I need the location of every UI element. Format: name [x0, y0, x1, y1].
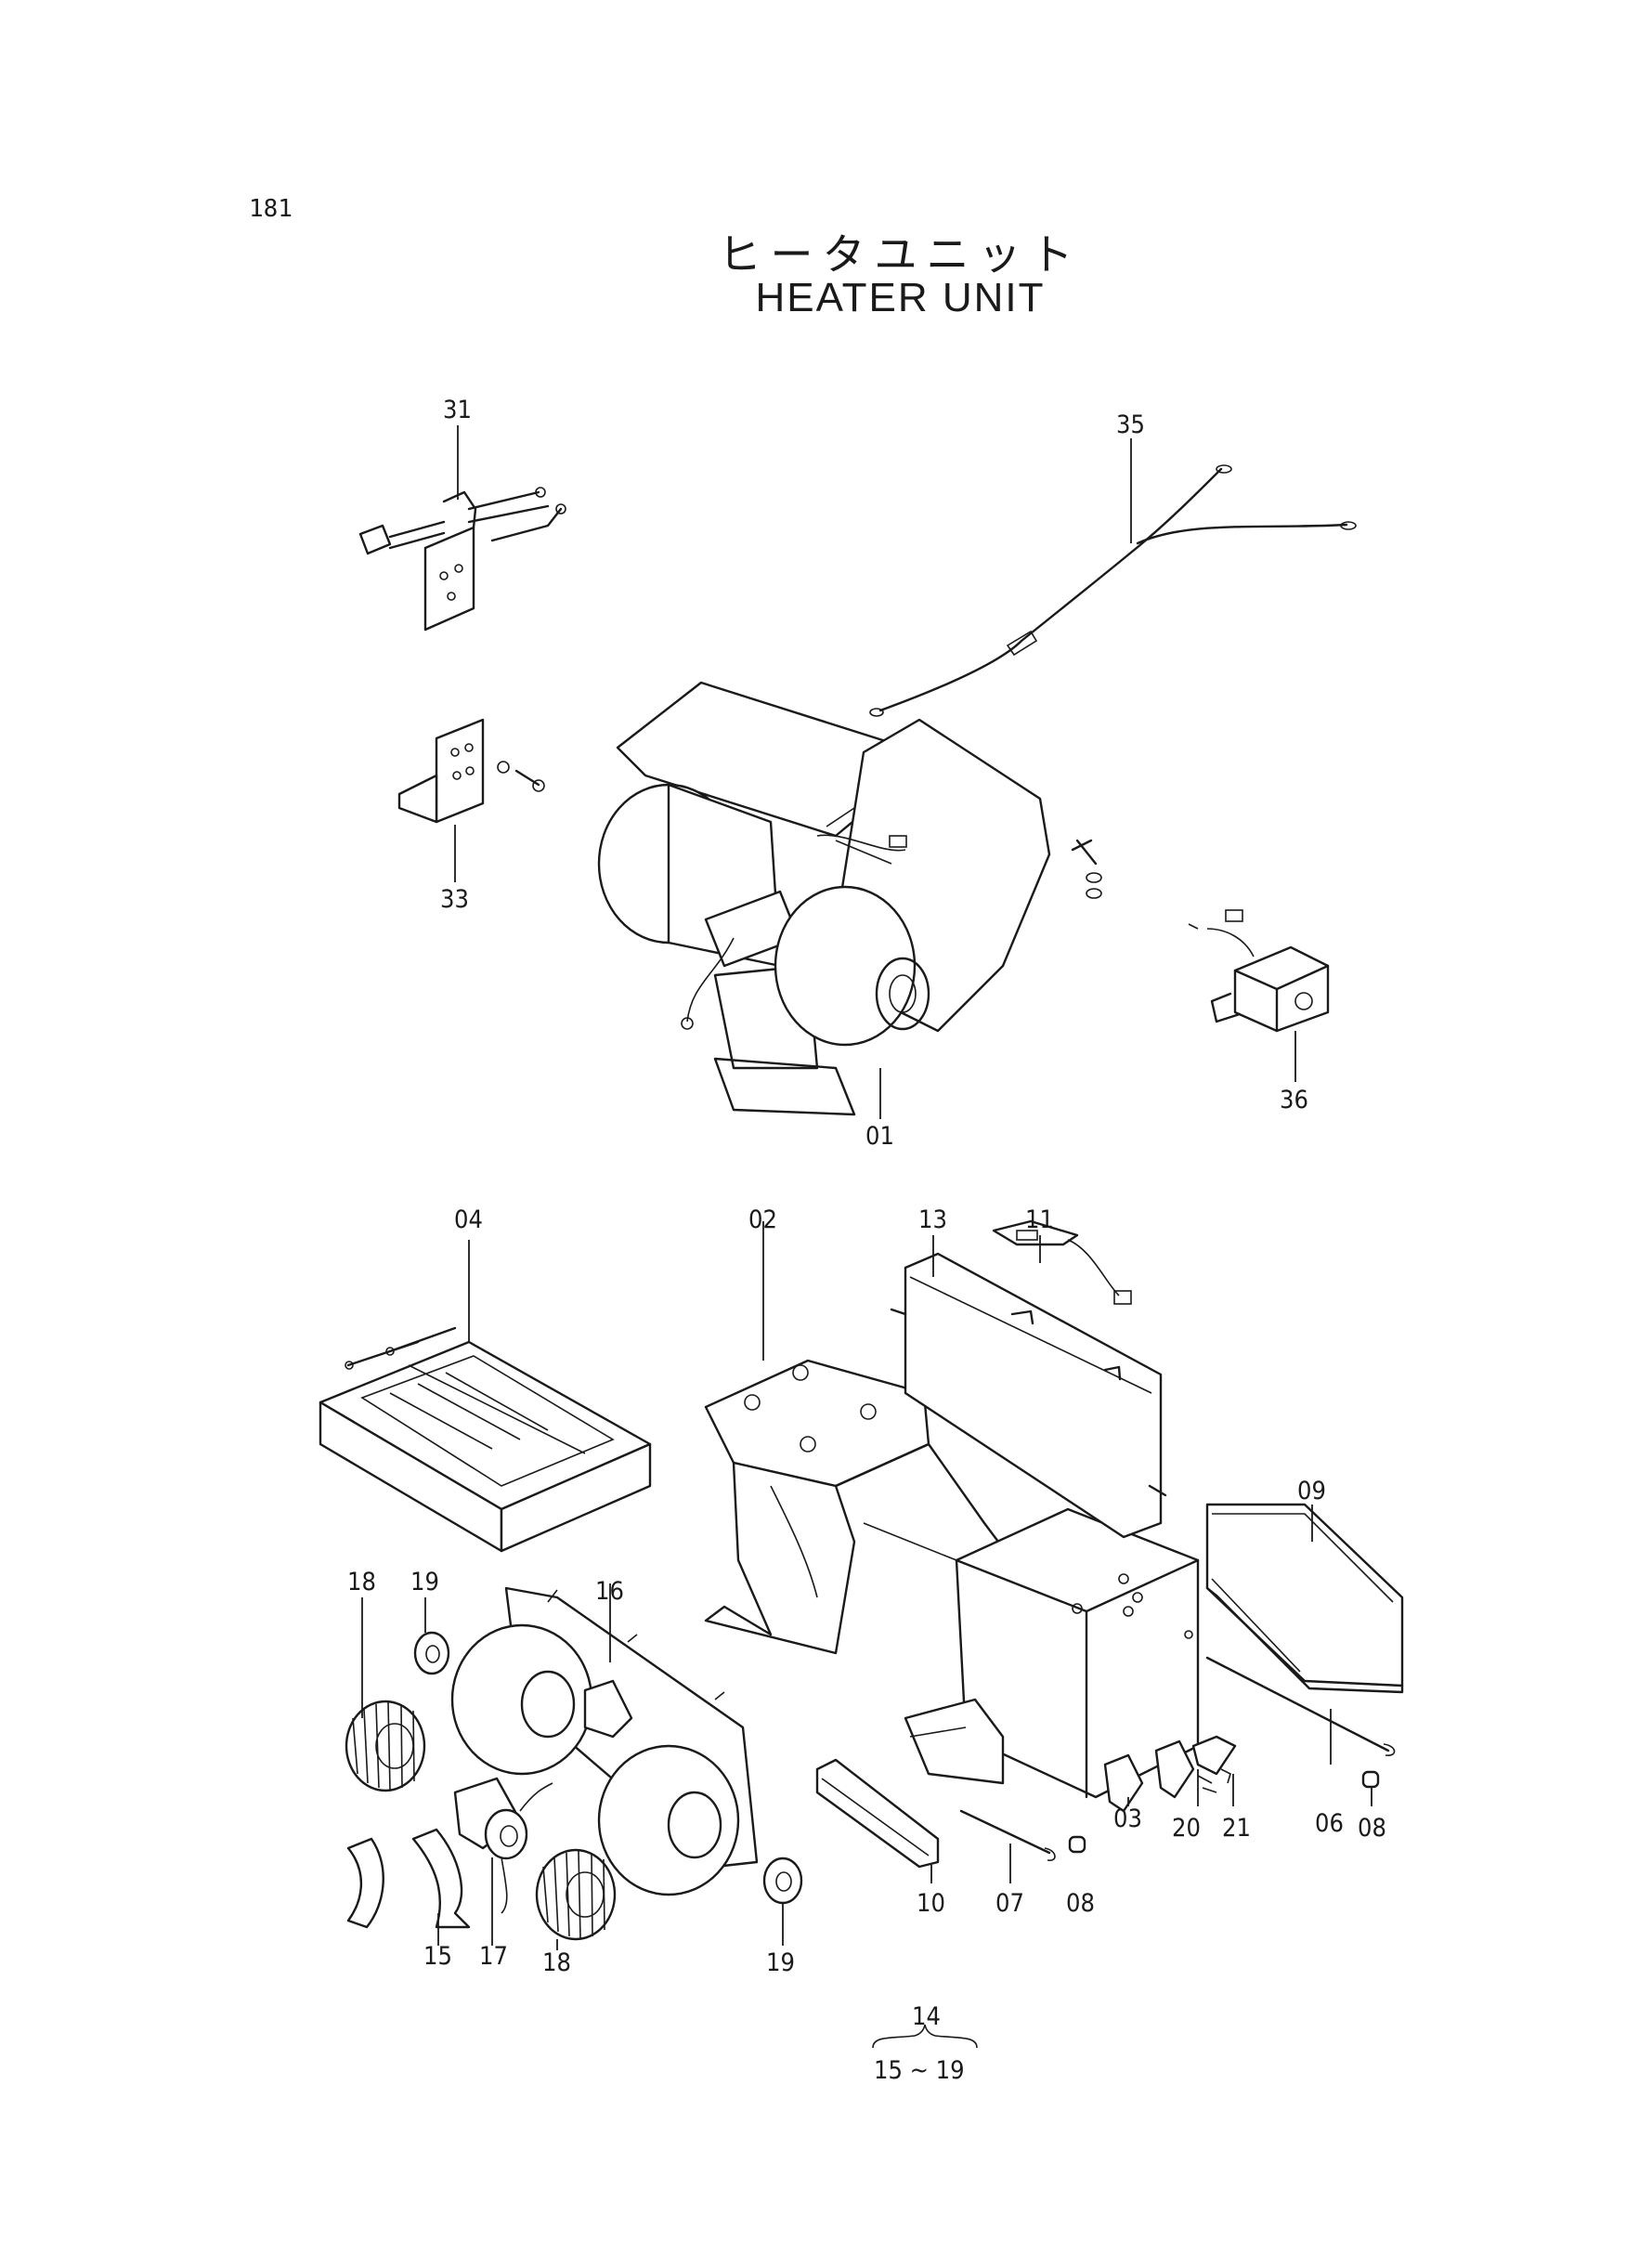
callout-08-lower: 08 — [1066, 1889, 1095, 1918]
part-10-seal-strip — [815, 1758, 940, 1883]
part-06-rod — [1205, 1656, 1396, 1765]
page-number: 181 — [249, 195, 293, 223]
callout-04: 04 — [454, 1205, 483, 1234]
part-35-wire-harness — [869, 438, 1357, 717]
part-19-ring-upper — [413, 1597, 450, 1675]
part-01-heater-assembly — [597, 681, 1102, 1119]
callout-09: 09 — [1297, 1477, 1326, 1505]
callout-19-lower: 19 — [766, 1948, 795, 1977]
part-18-fan-left — [345, 1597, 426, 1792]
assembly-note-top: 14 — [912, 2002, 941, 2031]
part-09-filter — [1205, 1503, 1404, 1694]
title-english: HEATER UNIT — [755, 275, 1046, 320]
part-33-mounting-bracket — [397, 718, 545, 882]
callout-06: 06 — [1315, 1809, 1344, 1838]
callout-16: 16 — [595, 1577, 624, 1606]
callout-19-upper: 19 — [410, 1568, 439, 1596]
part-16-blower-case — [450, 1583, 759, 1896]
assembly-note-bottom: 15 ~ 19 — [874, 2056, 965, 2085]
callout-18-upper: 18 — [347, 1568, 376, 1596]
part-20-lever — [1191, 1735, 1237, 1806]
part-15-clamp — [346, 1828, 471, 1946]
part-31-switch-bracket — [358, 425, 566, 632]
part-11-switch — [992, 1219, 1132, 1305]
callout-21: 21 — [1222, 1814, 1251, 1843]
part-07-rod — [959, 1809, 1056, 1883]
callout-10: 10 — [917, 1889, 945, 1918]
part-18-fan-right — [535, 1848, 617, 1950]
callout-01: 01 — [865, 1122, 894, 1151]
part-19-ring-lower — [762, 1857, 803, 1946]
callout-33: 33 — [440, 885, 469, 914]
callout-13: 13 — [918, 1205, 947, 1234]
part-36-resistor — [1188, 909, 1330, 1082]
assembly-brace — [872, 2024, 978, 2049]
callout-02: 02 — [748, 1205, 777, 1234]
part-08-clip-lower — [1068, 1835, 1086, 1854]
callout-15: 15 — [423, 1942, 452, 1971]
part-04-heater-core — [319, 1240, 652, 1553]
callout-07: 07 — [995, 1889, 1024, 1918]
assembly-note: 14 15 ~ 19 — [872, 2002, 978, 2085]
part-17-blower-motor — [453, 1777, 553, 1946]
callout-36: 36 — [1280, 1086, 1308, 1114]
callout-35: 35 — [1116, 410, 1145, 439]
part-13-cover-plate — [890, 1235, 1167, 1539]
callout-11: 11 — [1025, 1205, 1054, 1234]
callout-03: 03 — [1113, 1804, 1142, 1833]
part-08-clip-right — [1361, 1770, 1380, 1806]
callout-31: 31 — [443, 396, 472, 424]
part-21-pin — [1220, 1768, 1234, 1806]
callout-17: 17 — [479, 1942, 508, 1971]
callout-18-lower: 18 — [542, 1948, 571, 1977]
part-02-case — [704, 1221, 1200, 1813]
title-japanese: ヒータユニット — [718, 229, 1083, 280]
callout-08-right: 08 — [1358, 1814, 1386, 1843]
callout-20: 20 — [1172, 1814, 1201, 1843]
